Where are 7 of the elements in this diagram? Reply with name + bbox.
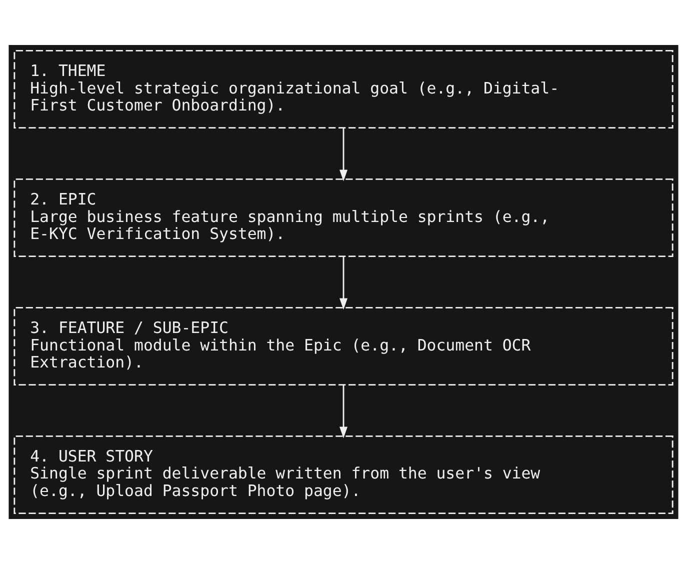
arrow — [340, 384, 348, 438]
node-box: 3. FEATURE / SUB-EPIC Functional module within the Epic (e.g., Document OCR Extraction). — [14, 306, 674, 385]
node-box: 1. THEME High-level strategic organizational goal (e.g., Digital- First Customer Onboarding). — [14, 50, 674, 128]
arrow — [340, 128, 348, 181]
node-box: 2. EPIC Large business feature spanning multiple sprints (e.g., E-KYC Verification System). — [14, 178, 674, 257]
arrow — [340, 256, 348, 310]
node-box: 4. USER STORY Single sprint deliverable written from the user's view (e.g., Upload Passport Photo page). — [14, 434, 674, 514]
